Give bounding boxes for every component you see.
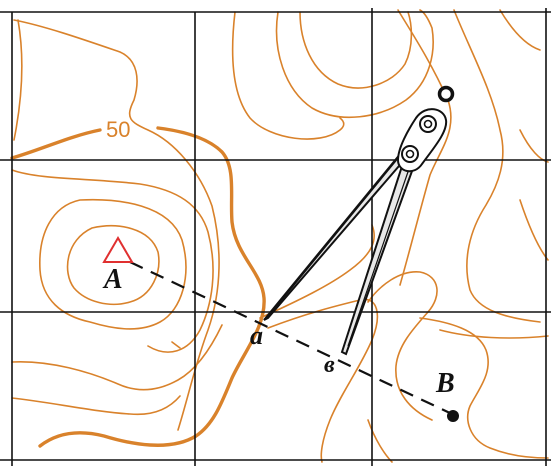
point-b-label: B <box>435 368 455 399</box>
point-b-dot <box>447 410 459 422</box>
contour-line <box>11 169 214 353</box>
contour-line <box>299 11 413 89</box>
contour-line <box>171 341 181 349</box>
point-a-label: A <box>102 264 123 295</box>
map-grid <box>0 8 551 466</box>
mark-a-label: a <box>250 321 263 350</box>
contour-line <box>11 324 223 391</box>
contour-line <box>231 11 345 140</box>
contour-line <box>267 298 379 463</box>
contour-line <box>259 224 375 319</box>
contour-line <box>519 199 549 261</box>
contour-line <box>275 9 434 119</box>
contour-line <box>367 271 438 421</box>
mark-b-label: в <box>324 352 335 378</box>
contour-line <box>13 19 23 141</box>
contour-line <box>13 19 220 431</box>
contour-elevation-label: 50 <box>106 117 130 142</box>
contour-line <box>453 9 541 323</box>
contour-line <box>66 225 160 306</box>
triangle-marker-icon <box>102 236 134 263</box>
contour-line <box>499 9 541 51</box>
contour-lines <box>11 9 549 463</box>
index-contour-line <box>10 126 266 448</box>
contour-line <box>397 9 452 286</box>
contour-line <box>11 395 181 416</box>
contour-line <box>519 129 549 163</box>
contour-line <box>39 198 187 330</box>
route-line-a-b <box>129 261 453 415</box>
divider-compass-icon <box>263 85 455 356</box>
contour-line <box>419 317 549 459</box>
contour-line <box>439 329 549 339</box>
